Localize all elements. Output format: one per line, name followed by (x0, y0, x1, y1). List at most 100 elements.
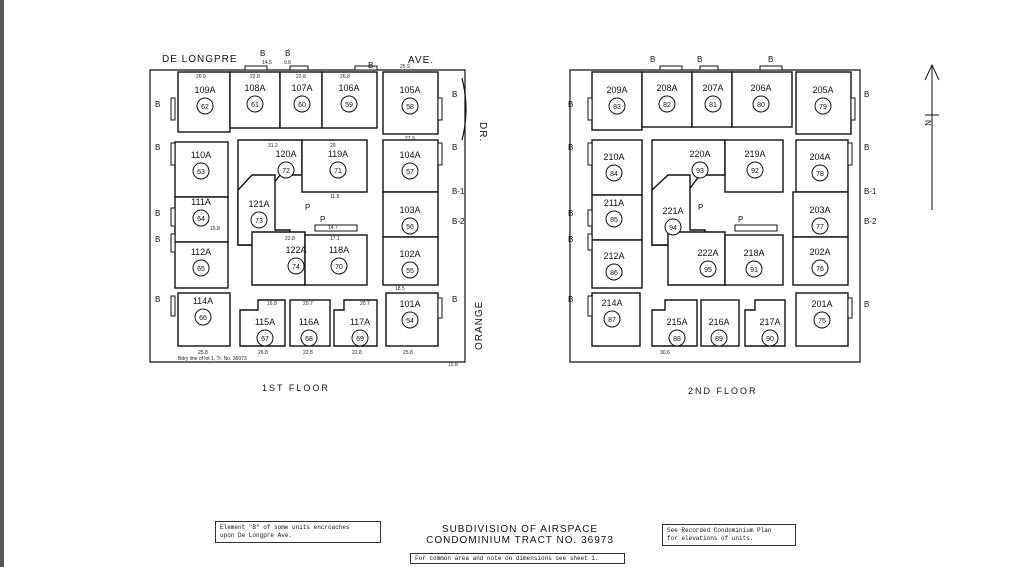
enc-label-b: B (697, 55, 702, 64)
dim-label: 9.8 (284, 60, 291, 66)
first-floor-unit-label: 103A (399, 205, 420, 215)
second-floor-unit-number: 75 (818, 318, 826, 325)
second-floor-unit-number: 87 (608, 317, 616, 324)
second-floor-unit-number-circle (704, 95, 722, 113)
second-floor-unit-number: 84 (610, 171, 618, 178)
second-floor-unit-number-circle (658, 95, 676, 113)
enc-b (587, 97, 593, 121)
second-floor-unit-number: 91 (750, 267, 758, 274)
first-floor-unit-label: 106A (338, 83, 359, 93)
dim-label: 22.8 (285, 236, 295, 242)
second-floor-unit-number-circle (813, 311, 831, 329)
enc-b (847, 142, 853, 166)
unit-212A (591, 239, 643, 289)
first-floor-unit-label: 107A (291, 83, 312, 93)
enc-label-b: B (260, 49, 265, 58)
first-floor-unit-number: 56 (406, 224, 414, 231)
enc-b (289, 65, 309, 71)
enc-label-b: B (155, 235, 160, 244)
first-floor-unit-number: 61 (251, 102, 259, 109)
second-floor-unit-label: 220A (689, 149, 710, 159)
first-floor-unit-label: 122A (285, 245, 306, 255)
second-floor-unit-label: 221A (662, 206, 683, 216)
enc-label-b: B (452, 143, 457, 152)
dim-label: 27.9 (405, 136, 415, 142)
second-floor-unit-number: 81 (709, 102, 717, 109)
first-floor-unit-number-circle (192, 259, 210, 277)
dim-label: 20.7 (360, 301, 370, 307)
enc-label-b: B (155, 295, 160, 304)
second-floor-unit-number-circle (668, 329, 686, 347)
second-floor-unit-number-circle (605, 210, 623, 228)
dim-label: 22.8 (352, 350, 362, 356)
enc-b (437, 142, 443, 166)
dim-label: 17.1 (330, 236, 340, 242)
second-floor-unit-number-circle (608, 97, 626, 115)
enc-b (170, 207, 176, 227)
second-floor-unit-number: 83 (613, 104, 621, 111)
second-floor-unit-label: 202A (809, 247, 830, 257)
enc-label-b: B (285, 49, 290, 58)
dim-label: 11.5 (330, 194, 340, 200)
unit-215A (651, 299, 698, 347)
first-floor-unit-number: 59 (345, 102, 353, 109)
second-floor-unit-label: 217A (759, 317, 780, 327)
second-floor-unit-number: 76 (816, 266, 824, 273)
unit-222A (667, 231, 726, 286)
parking-strip (314, 224, 358, 232)
unit-112A (174, 241, 229, 289)
dim-label: 30.6 (660, 350, 670, 356)
first-floor-unit-label: 117A (350, 317, 370, 327)
enc-b (244, 65, 268, 71)
enc-label-p: P (305, 203, 310, 212)
first-floor-unit-number: 63 (197, 169, 205, 176)
first-floor-unit-number-circle (401, 311, 419, 329)
second-floor-unit-number: 77 (816, 224, 824, 231)
second-floor-unit-number-circle (691, 161, 709, 179)
enc-label-b: B (368, 61, 373, 70)
unit-219A (724, 139, 784, 193)
first-floor-unit-number: 62 (201, 104, 209, 111)
first-floor-unit-number-circle (401, 217, 419, 235)
enc-b (437, 297, 443, 319)
second-floor-unit-number: 95 (704, 267, 712, 274)
enc-label-b: B (155, 209, 160, 218)
second-floor-unit-label: 201A (811, 299, 832, 309)
first-floor-unit-label: 114A (193, 296, 213, 306)
second-floor-unit-number-circle (761, 329, 779, 347)
enc-label-b: B (864, 300, 869, 309)
dim-label: 15.8 (448, 362, 458, 368)
first-floor-unit-number: 71 (334, 168, 342, 175)
second-floor-unit-number-circle (811, 259, 829, 277)
first-floor-unit-number-circle (300, 329, 318, 347)
dim-label: 25.8 (403, 350, 413, 356)
dim-label: 15.8 (210, 226, 220, 232)
second-floor-unit-number-circle (605, 263, 623, 281)
second-floor-unit-number: 86 (610, 270, 618, 277)
first-floor-unit-number-circle (401, 162, 419, 180)
second-floor-unit-number: 82 (663, 102, 671, 109)
second-floor-unit-label: 209A (606, 85, 627, 95)
dim-label: 25.8 (198, 350, 208, 356)
enc-label-b: B (452, 295, 457, 304)
first-floor-unit-number: 74 (292, 264, 300, 271)
dim-label: 16.8 (267, 301, 277, 307)
street-dr: DR. (477, 122, 488, 142)
element-b-note-line2: upon De Longpre Ave. (220, 532, 293, 539)
second-floor-unit-label: 214A (601, 298, 622, 308)
first-floor-unit-label: 101A (399, 299, 420, 309)
first-floor-unit-number-circle (293, 95, 311, 113)
dim-label: 26.8 (340, 74, 350, 80)
north-label: N (923, 120, 932, 126)
second-floor-unit-number: 88 (673, 336, 681, 343)
first-floor-unit-label: 116A (299, 317, 319, 327)
first-floor-unit-label: 115A (255, 317, 275, 327)
enc-label-b: B (568, 100, 573, 109)
corner-curve (461, 77, 467, 141)
dim-label: 22.8 (303, 350, 313, 356)
enc-label-b1: B-1 (452, 187, 465, 196)
first-floor-unit-number-circle (340, 95, 358, 113)
first-floor-unit-label: 109A (194, 85, 215, 95)
first-floor-unit-number-circle (256, 329, 274, 347)
first-floor-unit-number: 54 (406, 318, 414, 325)
